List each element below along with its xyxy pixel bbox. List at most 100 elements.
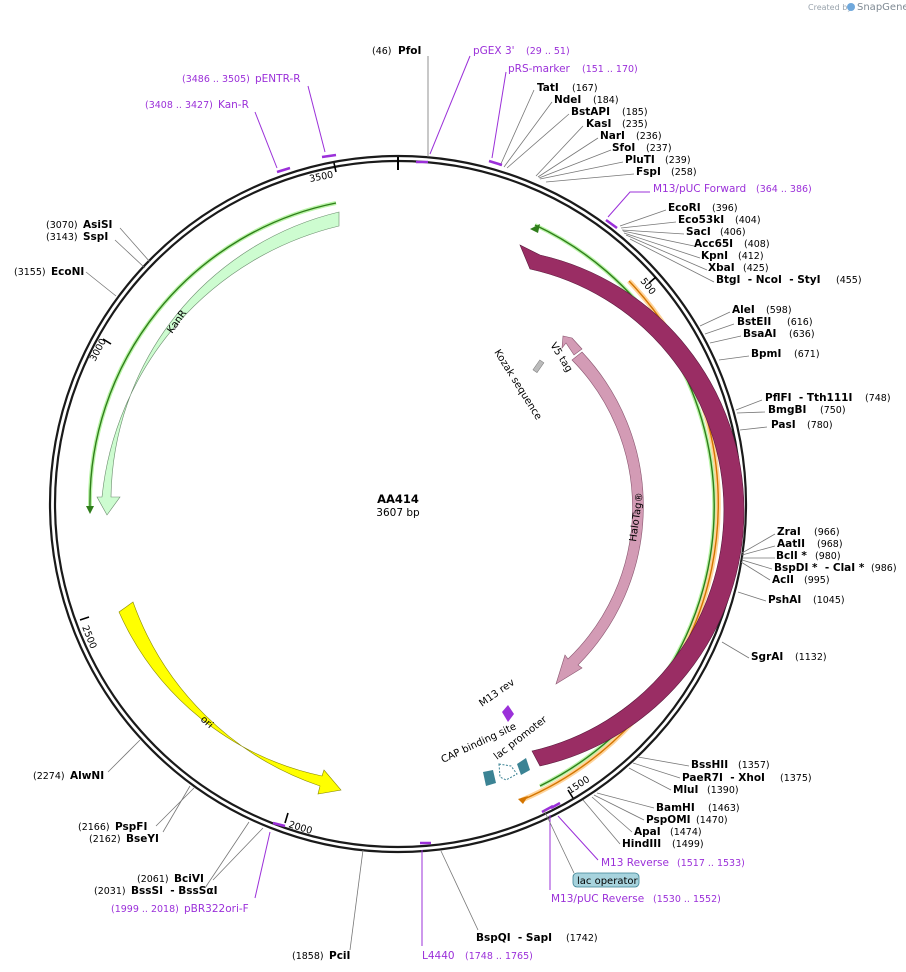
enzyme-group-upper-left: (3070) AsiSI (3143) SspI (2274) (3155) E…	[14, 219, 151, 297]
enzyme-pfoi[interactable]: PfoI	[398, 45, 421, 57]
enzyme-pspomi[interactable]: PspOMI	[646, 814, 691, 826]
primer-pbr322ori-f-label: pBR322ori-F	[184, 903, 249, 915]
enzyme-acc65i[interactable]: Acc65I	[694, 238, 733, 250]
enzyme-pos-saci: (406)	[720, 227, 746, 238]
enzyme-apai[interactable]: ApaI	[634, 826, 661, 838]
enzyme-pos-acli: (995)	[804, 575, 830, 586]
primer-pentr-r-label: pENTR-R	[255, 73, 301, 85]
primer-pentr-r[interactable]: (3486 .. 3505) pENTR-R	[182, 73, 337, 159]
kanr-label: KanR	[165, 308, 189, 335]
enzyme-pos-kasi: (235)	[622, 119, 648, 130]
enzyme-nari[interactable]: NarI	[600, 130, 625, 142]
primer-m13-puc-forward[interactable]: M13/pUC Forward (364 .. 386)	[605, 183, 812, 230]
tick-3500: 3500	[308, 162, 337, 185]
enzyme-bsshii[interactable]: BssHII	[691, 759, 728, 771]
lac-region-arrowhead-icon	[518, 796, 528, 804]
enzyme-pasi[interactable]: PasI	[771, 419, 796, 431]
enzyme-bseyi[interactable]: BseYI	[126, 833, 159, 845]
enzyme-bcli[interactable]: BclI *	[776, 550, 807, 562]
primer-pbr322ori-f[interactable]: (1999 .. 2018) pBR322ori-F	[111, 821, 286, 915]
enzyme-bsteii[interactable]: BstEII	[737, 316, 771, 328]
primer-prs-marker-label: pRS-marker	[508, 63, 571, 75]
backbone-outer-strand	[48, 154, 748, 854]
primer-m13-reverse-range: (1517 .. 1533)	[677, 858, 745, 869]
enzyme-group-right-1: AleI (598) BstEII (616) BsaAI (636) BpmI…	[699, 304, 891, 431]
enzyme-pos-pspomi: (1470)	[696, 815, 728, 826]
enzyme-acli[interactable]: AclI	[772, 574, 794, 586]
enzyme-hindiii[interactable]: HindIII	[622, 838, 661, 850]
enzyme-kasi[interactable]: KasI	[586, 118, 611, 130]
enzyme-alwni[interactable]: AlwNI	[70, 770, 104, 782]
enzyme-bcivi[interactable]: BciVI	[174, 873, 204, 885]
enzyme-eco53ki[interactable]: Eco53kI	[678, 214, 724, 226]
primer-kan-r-label: Kan-R	[218, 99, 249, 111]
enzyme-fspi[interactable]: FspI	[636, 166, 661, 178]
enzyme-bsssi-bsssai[interactable]: BssSI - BssSαI	[131, 885, 217, 897]
lac-operator-box[interactable]	[572, 872, 640, 888]
enzyme-pspfi[interactable]: PspFI	[115, 821, 147, 833]
enzyme-saci[interactable]: SacI	[686, 226, 711, 238]
enzyme-pcii[interactable]: PciI	[329, 950, 350, 962]
enzyme-kpni[interactable]: KpnI	[701, 250, 728, 262]
enzyme-sspi[interactable]: SspI	[83, 231, 108, 243]
enzyme-bpmi[interactable]: BpmI	[751, 348, 781, 360]
primer-l4440[interactable]: L4440 (1748 .. 1765)	[420, 841, 533, 962]
enzyme-pos-hindiii: (1499)	[672, 839, 704, 850]
enzyme-econi[interactable]: AsiSI	[83, 219, 112, 231]
primer-m13-puc-reverse[interactable]: M13/pUC Reverse (1530 .. 1552)	[541, 804, 721, 905]
enzyme-pos-bstapi: (185)	[622, 107, 648, 118]
primer-m13-reverse-label: M13 Reverse	[601, 857, 669, 869]
enzyme-bspqi-sapi[interactable]: BspQI - SapI	[476, 932, 552, 944]
enzyme-ecori[interactable]: EcoRI	[668, 202, 701, 214]
enzyme-tati[interactable]: TatI	[537, 82, 559, 94]
enzyme-bmgbi[interactable]: BmgBI	[768, 404, 806, 416]
primer-pgex3[interactable]: pGEX 3' pRS-marker (29 .. 51)	[416, 45, 570, 164]
enzyme-pos-alwni: (2274)	[33, 771, 65, 782]
ori-feature[interactable]	[118, 601, 342, 795]
enzyme-sfoi[interactable]: SfoI	[612, 142, 635, 154]
enzyme-bsaai[interactable]: BsaAI	[743, 328, 776, 340]
enzyme-paer7i-xhoi[interactable]: PaeR7I - XhoI	[682, 772, 765, 784]
enzyme-zrai[interactable]: ZraI	[777, 526, 801, 538]
lac-operator-label: lac operator	[577, 876, 638, 887]
plasmid-name: AA414	[377, 492, 419, 506]
enzyme-bamhi[interactable]: BamHI	[656, 802, 695, 814]
lac-promoter-feature[interactable]	[517, 758, 530, 775]
enzyme-group-bottom: BspQI - SapI (1742) (1858) PciI	[292, 849, 598, 962]
tick-2000: 2000	[284, 812, 313, 837]
enzyme-alei[interactable]: AleI	[732, 304, 755, 316]
enzyme-pos-alei: (598)	[766, 305, 792, 316]
enzyme-asisi[interactable]: EcoNI	[51, 266, 84, 278]
enzyme-group-top: (46) PfoI	[372, 45, 429, 157]
tick-2500: 2500	[79, 616, 98, 651]
enzyme-pflfi-tth111i[interactable]: PflFI - Tth111I	[765, 392, 852, 404]
enzyme-pos-acc65i: (408)	[744, 239, 770, 250]
m13-rev-feature[interactable]	[502, 705, 514, 722]
v5-tag-feature[interactable]	[561, 335, 583, 356]
plasmid-length: 3607 bp	[376, 507, 420, 519]
enzyme-pos-pcii: (1858)	[292, 951, 324, 962]
cap-binding-site-feature[interactable]	[483, 770, 496, 786]
enzyme-group-right-2: ZraI (966) AatII (968) BclI * (980) BspD…	[721, 526, 897, 663]
enzyme-pos-bpmi: (671)	[794, 349, 820, 360]
enzyme-bstapi[interactable]: BstAPI	[571, 106, 610, 118]
enzyme-pos-tati: (167)	[572, 83, 598, 94]
primer-prs-marker[interactable]: pRS-marker (151 .. 170)	[488, 63, 638, 167]
enzyme-mlui[interactable]: MluI	[673, 784, 698, 796]
enzyme-ndei[interactable]: NdeI	[554, 94, 581, 106]
enzyme-pos-aatii: (968)	[817, 539, 843, 550]
lacz-alpha-feature[interactable]	[519, 244, 745, 767]
enzyme-pluti[interactable]: PluTI	[625, 154, 655, 166]
primer-kan-r[interactable]: (3408 .. 3427) Kan-R	[145, 99, 291, 174]
primer-m13-puc-reverse-label: M13/pUC Reverse	[551, 893, 644, 905]
kozak-sequence-feature[interactable]	[532, 359, 545, 373]
enzyme-btgi-ncoi-styi[interactable]: BtgI - NcoI - StyI	[716, 274, 821, 286]
enzyme-bspdi-clai[interactable]: BspDI * - ClaI *	[774, 562, 865, 574]
enzyme-aatii[interactable]: AatII	[777, 538, 805, 550]
enzyme-pshai[interactable]: PshAI	[768, 594, 801, 606]
enzyme-pos-apai: (1474)	[670, 827, 702, 838]
enzyme-sgrai[interactable]: SgrAI	[751, 651, 783, 663]
enzyme-xbai[interactable]: XbaI	[708, 262, 735, 274]
kanr-feature[interactable]	[96, 211, 340, 516]
halotag-feature[interactable]	[555, 351, 644, 685]
